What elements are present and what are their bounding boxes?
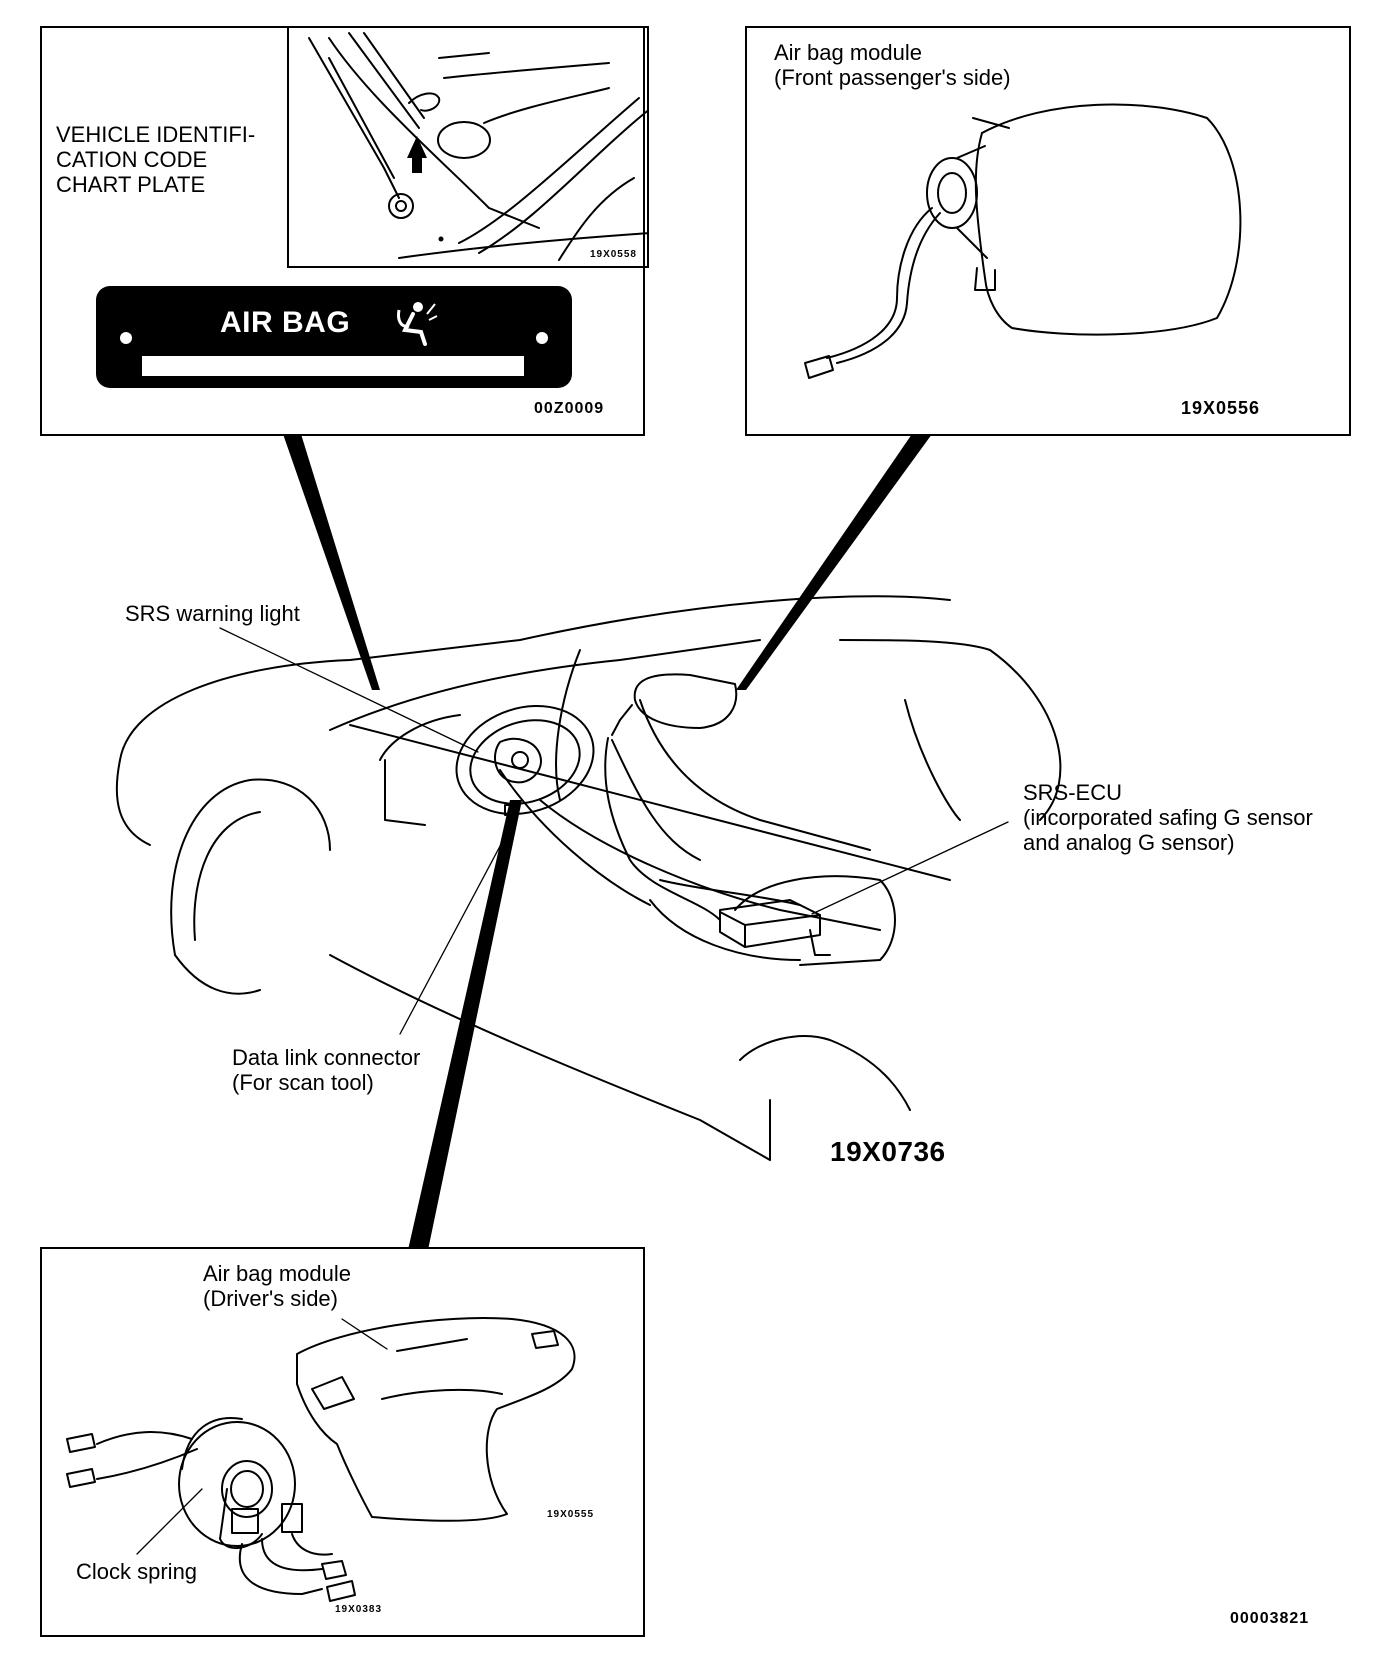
leader-plate [283,434,380,690]
plate-hole-left [120,332,132,344]
passenger-code: 19X0556 [1181,398,1261,418]
driver-airbag-box: Air bag module (Driver's side) Clock spr… [40,1247,645,1637]
main-view-code: 19X0736 [830,1136,946,1167]
seated-airbag-icon [397,302,438,346]
driver-label-line-1: Air bag module [203,1261,351,1286]
clock-spring-label: Clock spring [76,1559,198,1584]
plate-label-line-1: VEHICLE IDENTIFI- [56,122,256,147]
plate-label-line-3: CHART PLATE [56,172,206,197]
plate-location-inset: 19X0558 [287,26,649,268]
plate-code: 00Z0009 [534,400,605,417]
driver-code-bottom: 19X0383 [335,1604,383,1615]
leader-driver [408,800,522,1250]
air-bag-plate: AIR BAG [96,286,572,388]
data-link-label-line-2: (For scan tool) [232,1070,374,1095]
leader-passenger [736,434,932,690]
srs-ecu-label-line-3: and analog G sensor) [1023,830,1235,855]
driver-airbag-drawing [66,1317,576,1602]
plate-blank-strip [142,356,524,376]
plate-label-line-2: CATION CODE [56,147,208,172]
inset-code: 19X0558 [589,249,637,260]
passenger-label-line-2: (Front passenger's side) [774,65,1011,90]
plate-hole-right [536,332,548,344]
srs-warning-light-label: SRS warning light [125,601,300,626]
plate-location-drawing [308,32,647,261]
passenger-airbag-drawing [804,103,1242,379]
srs-ecu-label-line-2: (incorporated safing G sensor [1023,805,1313,830]
page-code: 00003821 [1230,1610,1310,1627]
srs-ecu-label-line-1: SRS-ECU [1023,780,1123,805]
driver-code-right: 19X0555 [547,1509,595,1520]
plate-text: AIR BAG [220,306,351,339]
vehicle-plate-box: VEHICLE IDENTIFI- CATION CODE CHART PLAT… [40,26,649,436]
driver-label-line-2: (Driver's side) [203,1286,338,1311]
passenger-label-line-1: Air bag module [774,40,922,65]
data-link-label-line-1: Data link connector [232,1045,421,1070]
passenger-airbag-box: Air bag module (Front passenger's side) … [745,26,1351,436]
